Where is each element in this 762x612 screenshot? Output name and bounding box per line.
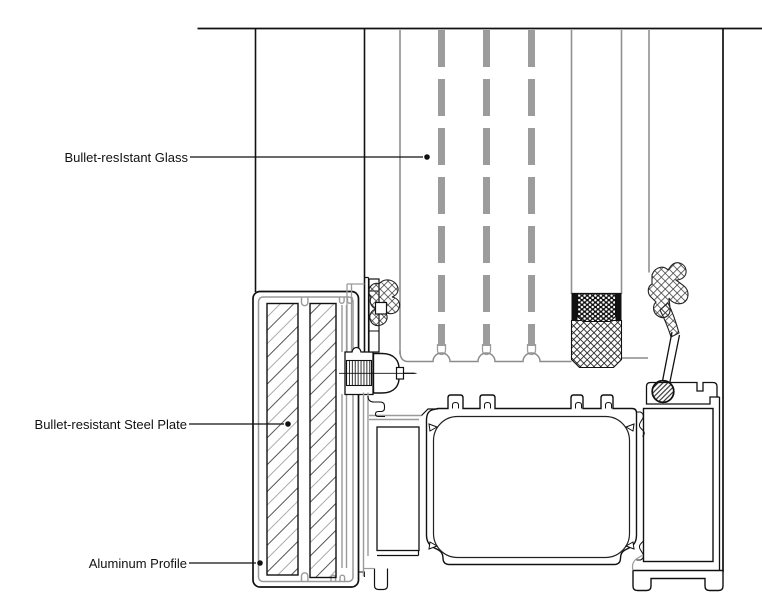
label-aluminum-profile: Aluminum Profile	[89, 556, 187, 571]
label-steel-plate: Bullet-resistant Steel Plate	[35, 417, 187, 432]
steel-plate-1	[266, 302, 299, 576]
right-frame-profile	[631, 379, 724, 592]
leader-dot	[424, 154, 430, 160]
leader-glass: Bullet-resIstant Glass	[64, 150, 430, 165]
glazing-gasket-left	[368, 278, 401, 353]
bullet-resistant-glass-stack	[399, 30, 650, 363]
label-glass: Bullet-resIstant Glass	[64, 150, 188, 165]
setting-block	[570, 292, 623, 369]
frame-border-lines	[197, 27, 762, 572]
leader-aluminum-profile: Aluminum Profile	[89, 556, 263, 571]
laminate-interlayer-bars	[436, 30, 537, 356]
leader-dot	[285, 421, 291, 427]
main-aluminum-chamber	[425, 394, 645, 566]
leader-steel-plate: Bullet-resistant Steel Plate	[35, 417, 291, 432]
glazing-gasket-right	[647, 262, 689, 385]
steel-plate-2	[309, 302, 337, 579]
glass-bottom-edge	[399, 350, 572, 363]
leader-dot	[257, 560, 263, 566]
fastening-screw	[339, 283, 417, 396]
bottom-left-connector	[362, 392, 438, 591]
aluminum-box-profile	[252, 290, 365, 588]
